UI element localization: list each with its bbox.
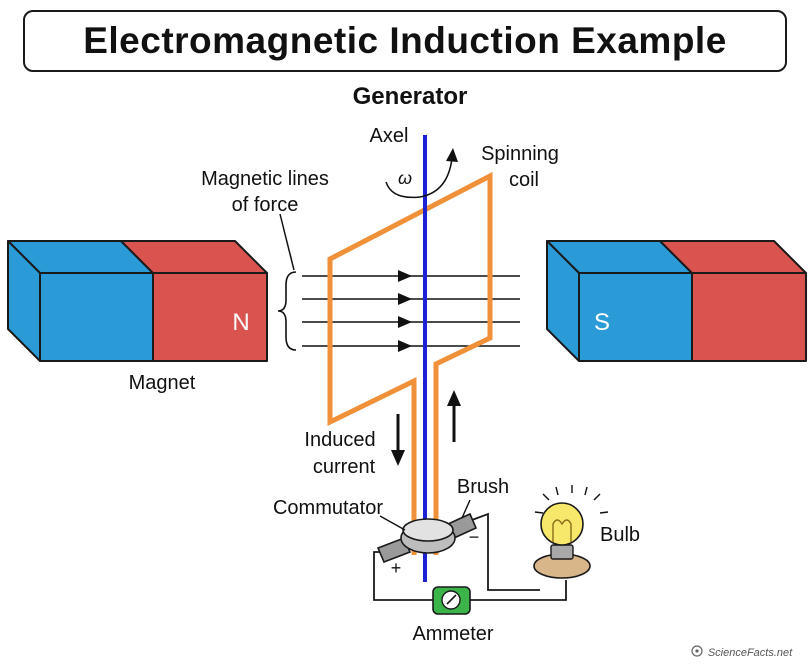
omega-label: ω xyxy=(398,168,412,188)
left-brush xyxy=(376,536,412,564)
bulb-icon xyxy=(533,485,609,579)
rotation-arrow-icon xyxy=(385,148,458,199)
magnet-label: Magnet xyxy=(129,372,196,394)
bulb-label: Bulb xyxy=(600,524,640,546)
field-lines-brace xyxy=(277,271,297,351)
current-down-head xyxy=(391,450,405,466)
magnetic-lines-label-2: of force xyxy=(232,194,299,216)
plus-label: + xyxy=(391,558,402,578)
induced-current-label-1: Induced xyxy=(304,429,375,451)
induced-current-label-2: current xyxy=(313,456,376,478)
bulb-rays xyxy=(534,485,609,514)
bulb-filament xyxy=(552,519,572,542)
watermark-text: ScienceFacts.net xyxy=(708,647,793,659)
commutator-top xyxy=(402,518,454,542)
sciencefacts-logo: ScienceFacts.net xyxy=(691,645,793,659)
title-box: Electromagnetic Induction Example xyxy=(23,10,787,72)
diagram-subtitle: Generator xyxy=(353,83,468,110)
spinning-coil-label-1: Spinning xyxy=(481,143,559,165)
brush-label: Brush xyxy=(457,476,509,498)
north-pole-label: N xyxy=(232,309,249,336)
field-arrow-2 xyxy=(398,293,412,305)
spinning-coil xyxy=(327,171,493,555)
left-magnet-front-blue xyxy=(39,272,154,362)
page-title: Electromagnetic Induction Example xyxy=(83,20,727,61)
field-arrow-1 xyxy=(398,270,412,282)
current-arrow-icon xyxy=(391,390,461,466)
field-arrow-4 xyxy=(398,340,412,352)
ammeter-needle xyxy=(446,594,457,605)
brush-pointer xyxy=(461,499,471,519)
ammeter-icon xyxy=(432,586,471,615)
rotation-arrow-head xyxy=(446,148,458,162)
current-up-head xyxy=(447,390,461,406)
spinning-coil-label-2: coil xyxy=(509,169,539,191)
commutator-pointer xyxy=(379,515,406,531)
bulb-socket xyxy=(550,544,574,560)
wire-right xyxy=(470,580,567,601)
ammeter-label: Ammeter xyxy=(412,623,493,645)
field-arrow-icon xyxy=(398,270,412,352)
left-magnet xyxy=(7,240,268,362)
south-pole-label: S xyxy=(594,309,610,336)
field-lines-pointer xyxy=(279,213,295,271)
commutator-label: Commutator xyxy=(273,497,383,519)
right-magnet xyxy=(546,240,807,362)
left-magnet-front-red xyxy=(152,272,268,362)
field-arrow-3 xyxy=(398,316,412,328)
minus-label: − xyxy=(469,527,480,547)
right-magnet-front-red xyxy=(691,272,807,362)
rotation-arrow-curve xyxy=(385,157,453,199)
axel-label: Axel xyxy=(370,125,409,147)
magnetic-lines-label-1: Magnetic lines xyxy=(201,168,329,190)
magnetic-field-lines xyxy=(302,275,520,347)
wire-brush xyxy=(471,512,540,591)
right-magnet-front-blue xyxy=(578,272,693,362)
